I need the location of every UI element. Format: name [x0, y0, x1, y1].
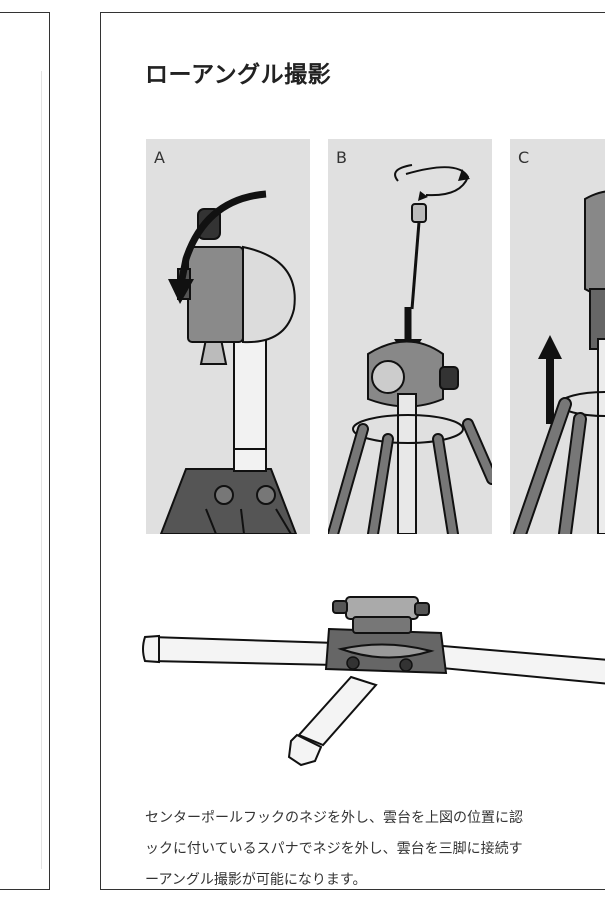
caption-line: ックに付いているスパナでネジを外し、雲台を三脚に接続す — [145, 841, 523, 857]
caption-line: ーアングル撮影が可能になります。 — [145, 872, 367, 888]
remove-screw-spanner-icon — [328, 164, 492, 534]
low-angle-figure — [101, 565, 605, 775]
section-title: ローアングル撮影 — [145, 62, 332, 88]
figure-label-b: B — [336, 148, 347, 167]
previous-page-divider — [0, 71, 42, 869]
figure-panel-b: B — [328, 139, 492, 534]
instruction-card: ローアングル撮影 A — [100, 12, 605, 890]
caption-line: センターポールフックのネジを外し、雲台を上図の位置に認 — [145, 810, 523, 826]
center-pole-hook-head-icon — [159, 190, 298, 534]
figure-panel-c: C — [510, 139, 605, 534]
figure-label-c: C — [518, 148, 530, 167]
figure-panel-a: A — [146, 139, 310, 534]
previous-page-card — [0, 12, 50, 890]
remove-center-pole-icon — [513, 190, 605, 534]
figure-label-a: A — [154, 148, 165, 167]
caption-text: センターポールフックのネジを外し、雲台を上図の位置に認 ックに付いているスパナで… — [145, 803, 605, 889]
low-angle-tripod-icon — [142, 596, 605, 767]
